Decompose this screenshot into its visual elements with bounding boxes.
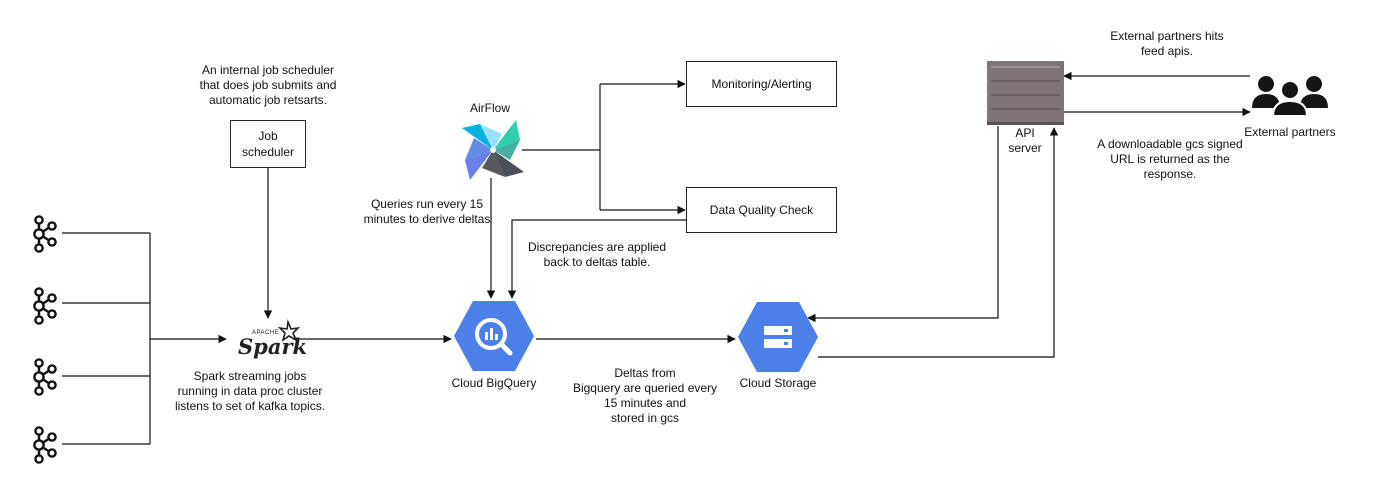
- bigquery-icon: [454, 301, 534, 371]
- monitoring-alerting-box: Monitoring/Alerting: [686, 61, 837, 107]
- spark-logo: APACHE Spark: [232, 318, 307, 359]
- quality-to-bigquery-arrow: [507, 219, 686, 299]
- airflow-label: AirFlow: [469, 101, 510, 115]
- data-quality-check-box: Data Quality Check: [686, 187, 837, 233]
- users-group-icon: [1252, 76, 1328, 116]
- kafka-icon: [33, 287, 57, 325]
- cloud-storage-label: Cloud Storage: [739, 376, 817, 390]
- queries-note: Queries run every 15 minutes to derive d…: [363, 197, 491, 226]
- server-icon: [987, 61, 1064, 125]
- spark-wordmark: Spark: [238, 334, 308, 359]
- kafka-icon: [33, 358, 57, 396]
- spark-apache-label: APACHE: [252, 330, 280, 336]
- external-partners-label: External partners: [1244, 125, 1336, 139]
- scheduler-note: An internal job scheduler that does job …: [199, 63, 337, 107]
- api-server-label: API server: [1008, 126, 1042, 155]
- job-scheduler-box: Job scheduler: [230, 120, 306, 168]
- partners-hit-note: External partners hits feed apis.: [1110, 29, 1224, 58]
- cloud-storage-icon: [738, 302, 818, 372]
- bigquery-label: Cloud BigQuery: [451, 376, 537, 390]
- api-to-storage-arrow: [807, 126, 999, 323]
- discrepancy-note: Discrepancies are applied back to deltas…: [527, 240, 667, 269]
- spark-note: Spark streaming jobs running in data pro…: [174, 369, 326, 413]
- kafka-icon: [33, 215, 57, 253]
- kafka-icon: [33, 426, 57, 464]
- deltas-note: Deltas from Bigquery are queried every 1…: [572, 366, 718, 425]
- storage-to-api-arrow: [818, 127, 1059, 358]
- airflow-pinwheel-icon: [462, 120, 524, 180]
- spark-star-icon: [277, 319, 301, 342]
- response-note: A downloadable gcs signed URL is returne…: [1097, 137, 1243, 181]
